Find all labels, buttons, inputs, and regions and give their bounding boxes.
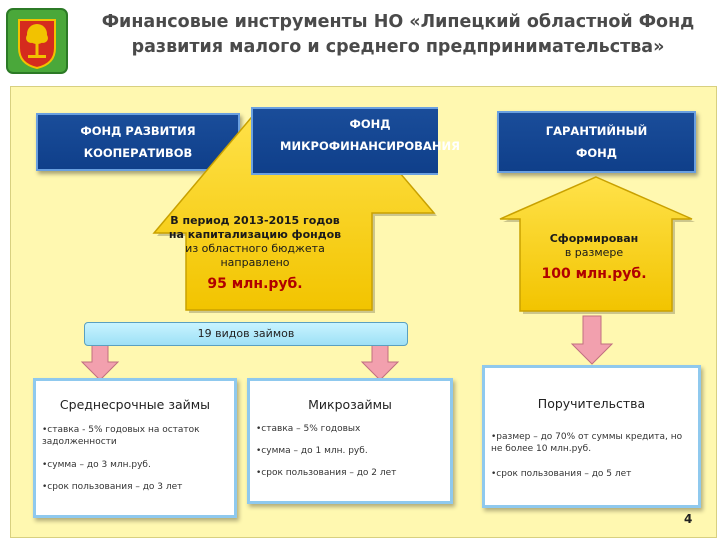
capitalization-text: В период 2013-2015 годов на капитализаци… [150, 214, 360, 293]
guarantees-size: •размер – до 70% от суммы кредита, но не… [491, 432, 683, 454]
microloans-rate: •ставка – 5% годовых [256, 424, 361, 434]
coop-fund-box: ФОНД РАЗВИТИЯ КООПЕРАТИВОВ [36, 113, 240, 171]
microloans-term: •срок пользования – до 2 лет [256, 468, 397, 478]
coop-fund-line-2: КООПЕРАТИВОВ [83, 146, 193, 160]
guarantees-title: Поручительства [537, 396, 646, 411]
medium-term-loans-title: Среднесрочные займы [59, 397, 211, 412]
guarantees-box: Поручительства •размер – до 70% от суммы… [482, 365, 701, 508]
guarantee-capital-text: Сформирован в размере 100 млн.руб. [506, 232, 682, 281]
capitalization-arrow [152, 107, 438, 313]
capitalization-line-4: направлено [220, 256, 290, 269]
guarantee-fund-line-1: ГАРАНТИЙНЫЙ [545, 124, 648, 138]
down-arrow-icon [360, 341, 400, 381]
micro-fund-line-1: ФОНД [349, 117, 391, 131]
guarantee-capital-line-2: в размере [564, 246, 624, 259]
microloans-title: Микрозаймы [308, 397, 392, 412]
micro-fund-box [251, 107, 438, 175]
guarantee-capital-line-1: Сформирован [549, 232, 639, 245]
guarantee-fund-box: ГАРАНТИЙНЫЙ ФОНД [497, 111, 696, 173]
page-title: Финансовые инструменты НО «Липецкий обла… [80, 10, 716, 60]
medium-term-loans-rate: •ставка - 5% годовых на остаток задолжен… [42, 425, 200, 447]
guarantee-capital-arrow [499, 176, 695, 314]
page-number: 4 [684, 512, 693, 526]
down-arrow-icon [80, 341, 120, 381]
microloans-box: Микрозаймы •ставка – 5% годовых •сумма –… [247, 378, 453, 504]
coat-of-arms-icon [6, 8, 68, 74]
guarantees-term: •срок пользования – до 5 лет [491, 469, 632, 479]
capitalization-line-1: В период 2013-2015 годов [170, 214, 340, 227]
micro-fund-line-2: МИКРОФИНАНСИРОВАНИЯ [280, 139, 460, 153]
micro-fund-box-label: ФОНД МИКРОФИНАНСИРОВАНИЯ [255, 113, 485, 157]
down-arrow-icon [570, 315, 614, 365]
medium-term-loans-amount: •сумма – до 3 млн.руб. [42, 460, 151, 470]
loan-types-bar: 19 видов займов [84, 322, 408, 346]
title-line-2: развития малого и среднего предпринимате… [131, 37, 665, 57]
coop-fund-line-1: ФОНД РАЗВИТИЯ [80, 124, 196, 138]
guarantee-fund-line-2: ФОНД [575, 146, 618, 160]
medium-term-loans-term: •срок пользования – до 3 лет [42, 482, 183, 492]
capitalization-amount: 95 млн.руб. [207, 276, 303, 292]
capitalization-line-2: на капитализацию фондов [168, 228, 342, 241]
microloans-amount: •сумма – до 1 млн. руб. [256, 446, 368, 456]
guarantee-capital-amount: 100 млн.руб. [541, 266, 647, 282]
medium-term-loans-box: Среднесрочные займы •ставка - 5% годовых… [33, 378, 237, 518]
capitalization-line-3: из областного бюджета [185, 242, 325, 255]
title-line-1: Финансовые инструменты НО «Липецкий обла… [101, 12, 695, 32]
